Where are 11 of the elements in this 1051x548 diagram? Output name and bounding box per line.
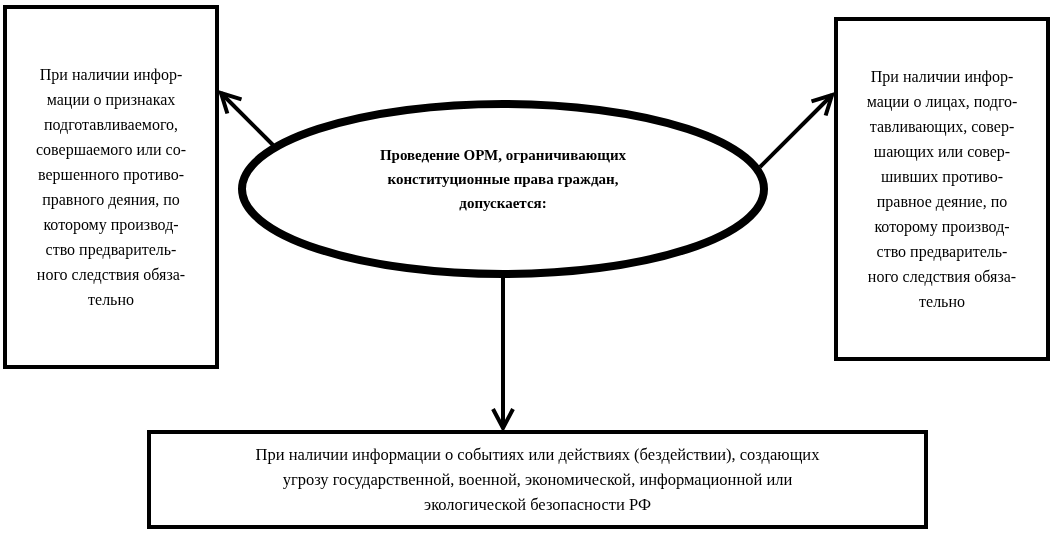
arrow xyxy=(491,278,515,430)
node-text: Проведение ОРМ, ограничивающих конституционные права граждан, допускается: xyxy=(378,146,628,213)
arrow xyxy=(219,91,275,147)
arrow xyxy=(758,93,834,169)
node-text: При наличии информации о событиях или действиях (бездействии), создающих угрозу государственной, военной, экономической, информационной или экологической безопасности РФ xyxy=(255,444,820,516)
text-box xyxy=(147,430,928,529)
text-box xyxy=(834,17,1050,361)
node-text: При наличии инфор- мации о признаках подготавливаемого, совершаемого или со- вершенного противо- правного деяния, по которому производ- ство предваритель- ного следствия обяза- тельно xyxy=(35,65,187,310)
node-text: При наличии инфор- мации о лицах, подго- тавливающих, совер- шающих или совер- шивших противо- правное деяние, по которому производ- ство предваритель- ного следствия обяза- тельно xyxy=(865,67,1019,312)
text-box xyxy=(3,5,219,369)
ellipse-node xyxy=(238,100,768,278)
